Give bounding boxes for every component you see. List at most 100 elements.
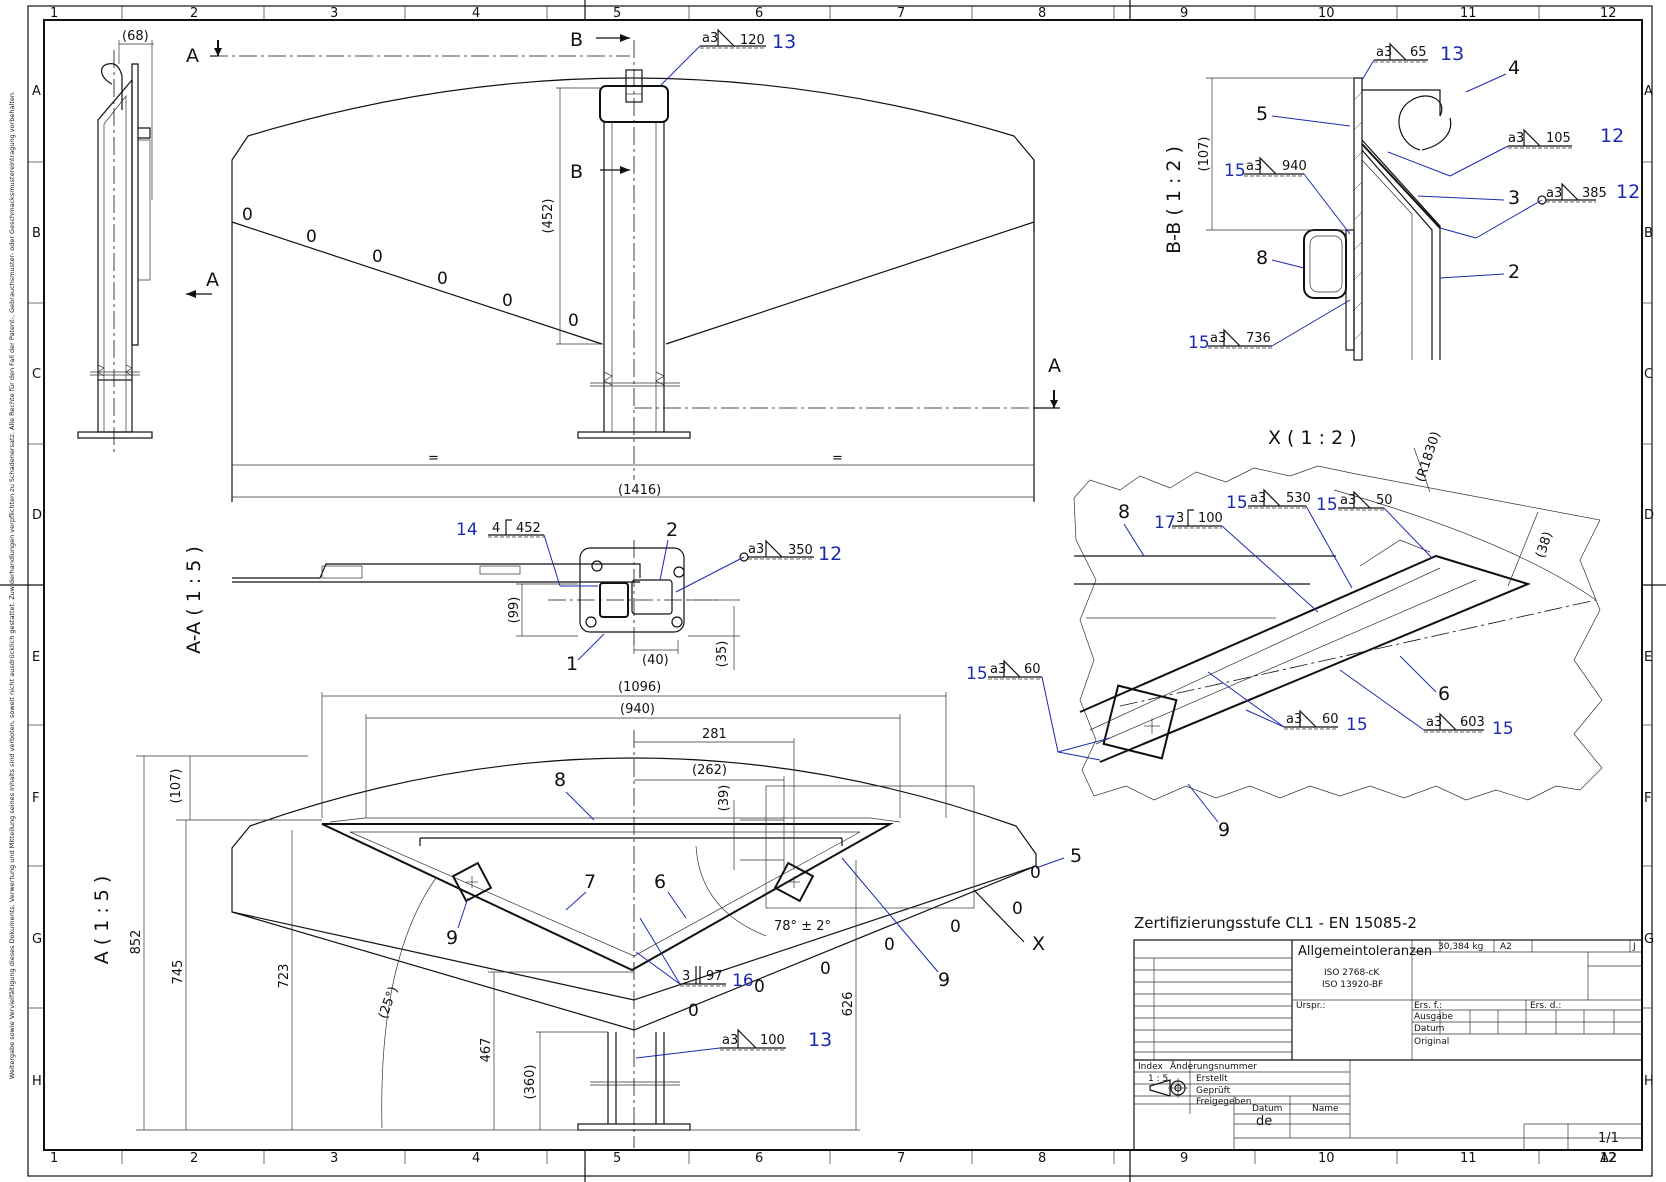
svg-text:a3: a3 [1546, 186, 1562, 201]
svg-text:385: 385 [1582, 186, 1607, 201]
row-label: F [1644, 791, 1651, 806]
section-mark-a: A [206, 269, 219, 291]
weld-zero-mark: 0 [502, 291, 513, 311]
projection-symbol-icon [1149, 1078, 1188, 1098]
row-label: A [1644, 84, 1653, 99]
weld-symbol: a3 385 12 [1439, 181, 1640, 239]
svg-text:a3: a3 [1210, 331, 1226, 346]
dim-467: 467 [479, 1038, 494, 1063]
weld-symbol: 3 97 16 [635, 917, 754, 991]
date-label: Datum [1414, 1024, 1444, 1034]
row-label: E [1644, 650, 1652, 665]
front-view: A A A B B (452) = = (1416) 0 0 0 0 0 0 [186, 28, 1061, 502]
change-number-label: Änderungsnummer [1170, 1061, 1257, 1072]
part-number: 9 [1218, 819, 1230, 841]
dim-452: (452) [541, 199, 556, 234]
detail-x: X ( 1 : 2 ) (R1830) (38) 8 6 9 17 3 100 [966, 427, 1603, 841]
weld-zero-mark: 0 [754, 977, 765, 997]
svg-text:97: 97 [706, 969, 723, 984]
dim-39: (39) [717, 785, 732, 812]
svg-text:a3: a3 [702, 31, 718, 46]
col-label: 11 [1460, 1151, 1477, 1166]
section-aa-title: A-A ( 1 : 5 ) [183, 546, 205, 654]
issue-label: Ausgabe [1414, 1012, 1453, 1022]
svg-text:15: 15 [966, 664, 988, 684]
iso-2768: ISO 2768-cK [1324, 968, 1380, 978]
weld-symbol: a3 120 13 [659, 28, 796, 87]
svg-text:15: 15 [1226, 493, 1248, 513]
weld-symbol: a3 350 12 [675, 539, 842, 593]
svg-text:530: 530 [1286, 491, 1311, 506]
svg-text:a3: a3 [748, 542, 764, 557]
svg-text:15: 15 [1188, 333, 1210, 353]
svg-text:60: 60 [1322, 712, 1339, 727]
part-number: 1 [566, 653, 578, 675]
part-number: 4 [1508, 57, 1520, 79]
weld-symbol: 17 3 100 [1154, 509, 1319, 613]
side-view: (68) [77, 29, 154, 455]
weld-symbol: a3 100 13 [635, 1028, 832, 1059]
dim-723: 723 [277, 964, 292, 989]
dim-68: (68) [122, 29, 149, 44]
col-label: 12 [1600, 1151, 1617, 1166]
svg-text:14: 14 [456, 520, 478, 540]
checked-label: Geprüft [1196, 1086, 1231, 1096]
weld-zero-mark: 0 [820, 959, 831, 979]
part-number: 8 [1256, 247, 1268, 269]
svg-text:13: 13 [1440, 43, 1464, 65]
dim-745: 745 [171, 960, 186, 985]
name-col-label: Name [1312, 1104, 1339, 1114]
section-mark-b: B [570, 29, 583, 51]
col-label: 8 [1038, 6, 1046, 21]
angle-78: 78° ± 2° [774, 919, 831, 934]
col-label: 7 [897, 6, 905, 21]
certification-label: Zertifizierungsstufe CL1 - EN 15085-2 [1134, 914, 1417, 932]
row-label: F [32, 791, 39, 806]
dim-1096: (1096) [618, 680, 661, 695]
row-zones: A B C D E F G H A B C D E F G H [28, 84, 1654, 1089]
row-label: H [32, 1074, 42, 1089]
row-label: H [1644, 1074, 1654, 1089]
col-label: 7 [897, 1151, 905, 1166]
col-label: 2 [190, 1151, 198, 1166]
part-number: 7 [584, 871, 596, 893]
svg-text:4: 4 [492, 521, 500, 536]
dim-281: 281 [702, 727, 727, 742]
weld-zero-mark: 0 [372, 247, 383, 267]
row-label: G [32, 932, 42, 947]
weld-symbol: 15 a3 736 [1188, 299, 1351, 353]
col-label: 1 [50, 1151, 58, 1166]
col-label: 5 [613, 1151, 621, 1166]
col-label: 4 [472, 1151, 480, 1166]
dim-equal: = [832, 451, 843, 466]
row-label: E [32, 650, 40, 665]
weld-zero-mark: 0 [242, 205, 253, 225]
weld-symbol: 15 a3 530 [1226, 488, 1353, 589]
section-mark-a: A [186, 45, 199, 67]
general-tolerances: Allgemeintoleranzen [1298, 944, 1432, 959]
index-label: Index [1138, 1062, 1163, 1072]
part-number: 9 [938, 969, 950, 991]
svg-text:13: 13 [808, 1029, 832, 1051]
col-label: 12 [1600, 6, 1617, 21]
scale: 1 : 5 [1148, 1074, 1168, 1084]
replaces-label: Ers. f.: [1414, 1001, 1442, 1011]
weld-symbol: a3 60 15 [1207, 671, 1368, 735]
dim-360: (360) [523, 1065, 538, 1100]
part-number: 5 [1070, 845, 1082, 867]
weld-symbol: 15 a3 60 [966, 659, 1111, 761]
weld-zero-mark: 0 [884, 935, 895, 955]
svg-text:3: 3 [682, 969, 690, 984]
dim-107: (107) [1197, 137, 1212, 172]
svg-text:a3: a3 [1250, 491, 1266, 506]
svg-text:17: 17 [1154, 513, 1176, 533]
col-label: 2 [190, 6, 198, 21]
col-label: 3 [330, 1151, 338, 1166]
dim-35: (35) [715, 641, 730, 668]
svg-text:a3: a3 [722, 1033, 738, 1048]
part-number: 2 [666, 519, 678, 541]
row-label: B [1644, 226, 1653, 241]
svg-text:15: 15 [1492, 719, 1514, 739]
col-label: 6 [755, 6, 763, 21]
row-label: A [32, 84, 41, 99]
